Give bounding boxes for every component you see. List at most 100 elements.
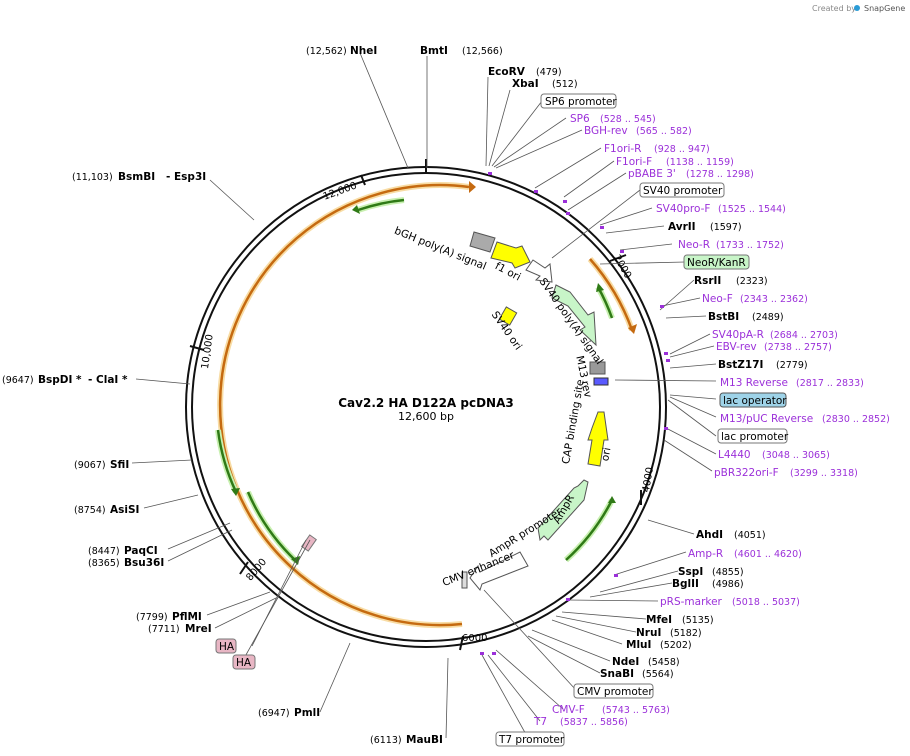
site-pos-ecorv: (479): [536, 67, 562, 78]
ampr-feature: [537, 479, 589, 542]
site-name-xbai: XbaI: [512, 78, 539, 90]
primer-labels: SP6 (528 .. 545) BGH-rev (565 .. 582) F1…: [533, 113, 890, 728]
primer-m13reverse-range: (2817 .. 2833): [796, 378, 864, 389]
site-name-ahdi: AhdI: [696, 529, 723, 541]
box-neor-kanr: NeoR/KanR: [687, 257, 746, 269]
site-pos-maubi: (6113): [370, 735, 402, 746]
primer-sp6: SP6: [570, 113, 590, 125]
bgh-polya-feature: [469, 231, 496, 253]
site-pos-avrii: (1597): [710, 222, 742, 233]
tick-label-8000: 8000: [244, 557, 269, 584]
primer-prsmarker-range: (5018 .. 5037): [732, 597, 800, 608]
leader-lines: [131, 52, 717, 739]
site-pos-bsu36i: (8365): [88, 558, 120, 569]
site-pos-rsrii: (2323): [736, 276, 768, 287]
site-name-pflmi: PflMI: [172, 611, 202, 623]
site-pos-nhei: (12,562): [306, 46, 347, 57]
site-name-bsu36i: Bsu36I: [124, 557, 164, 569]
tick-label-10000: 10,000: [200, 334, 216, 370]
site-pos-mfei: (5135): [682, 615, 714, 626]
primer-ampr: Amp-R: [688, 548, 723, 560]
site-name-mfei: MfeI: [646, 614, 672, 626]
site-pos-asisi: (8754): [74, 505, 106, 516]
site-pos-ndei: (5458): [648, 657, 680, 668]
site-name-bstbi: BstBI: [708, 311, 739, 323]
primer-ebvrev-range: (2738 .. 2757): [764, 342, 832, 353]
ori-label: ori: [599, 447, 613, 463]
feature-boxes: SP6 promoter SV40 promoter NeoR/KanR lac…: [215, 93, 789, 747]
right-sites: BmtI (12,566) EcoRV (479) XbaI (512) Avr…: [420, 45, 808, 680]
primer-m13puc: M13/pUC Reverse: [720, 413, 813, 425]
primer-prsmarker: pRS-marker: [660, 596, 723, 608]
primer-marks: [480, 172, 670, 655]
site-name-bglii: BglII: [672, 578, 699, 590]
credit-text: Created by: [812, 4, 856, 13]
primer-f1orif: F1ori-F: [616, 156, 652, 168]
site-pos-ahdi: (4051): [734, 530, 766, 541]
site-pos-mrei: (7711): [148, 624, 180, 635]
site-name-pmli: PmlI: [294, 707, 320, 719]
site-pos-bstz17i: (2779): [776, 360, 808, 371]
site-name-ndei: NdeI: [612, 656, 639, 668]
site-name-maubi: MauBI: [406, 734, 443, 746]
primer-bghrev: BGH-rev: [584, 125, 628, 137]
box-lac-promoter: lac promoter: [721, 431, 789, 443]
primer-ampr-range: (4601 .. 4620): [734, 549, 802, 560]
sv40-ori-feature: [498, 306, 518, 326]
site-pos-bsmbi: (11,103): [72, 172, 113, 183]
site-name-rsrii: RsrII: [694, 275, 721, 287]
site-name-snabi: SnaBI: [600, 668, 634, 680]
site-pos-bglii: (4986): [712, 579, 744, 590]
tick-label-4000: 4000: [641, 466, 656, 493]
lac-operator-feature: [593, 377, 609, 386]
primer-pbr322orif-range: (3299 .. 3318): [790, 468, 858, 479]
primer-sv40par-range: (2684 .. 2703): [770, 330, 838, 341]
site-pos-sspi: (4855): [712, 567, 744, 578]
primer-neof-range: (2343 .. 2362): [740, 294, 808, 305]
site-name-bspdi: BspDI *: [38, 374, 82, 386]
site-extra-esp3i: - Esp3I: [166, 171, 206, 183]
site-pos-bmti: (12,566): [462, 46, 503, 57]
box-sp6-promoter: SP6 promoter: [545, 96, 617, 108]
site-name-bmti: BmtI: [420, 45, 448, 57]
box-t7-promoter: T7 promoter: [498, 734, 565, 746]
white-arrow-feature: [525, 259, 553, 283]
primer-t7-range: (5837 .. 5856): [560, 717, 628, 728]
primer-sp6-range: (528 .. 545): [600, 114, 656, 125]
box-lac-operator: lac operator: [723, 395, 787, 407]
primer-neor: Neo-R: [678, 239, 710, 251]
inner-features: [461, 231, 609, 592]
site-pos-nrui: (5182): [670, 628, 702, 639]
snapgene-logo-icon: [854, 5, 860, 11]
m13-rev-feature: [589, 361, 606, 375]
site-pos-paqci: (8447): [88, 546, 120, 557]
site-pos-sfii: (9067): [74, 460, 106, 471]
site-name-avrii: AvrII: [668, 221, 696, 233]
primer-sv40par: SV40pA-R: [712, 329, 764, 341]
primer-neor-range: (1733 .. 1752): [716, 240, 784, 251]
tick-marks: [189, 159, 642, 651]
snapgene-logo-text: SnapGene: [864, 4, 905, 13]
site-name-bsmbi: BsmBI: [118, 171, 155, 183]
primer-l4440: L4440: [718, 449, 751, 461]
box-cmv-promoter: CMV promoter: [577, 686, 653, 698]
site-name-mlui: MluI: [626, 639, 651, 651]
primer-pbabe3: pBABE 3': [628, 168, 676, 180]
primer-l4440-range: (3048 .. 3065): [762, 450, 830, 461]
site-name-nrui: NruI: [636, 627, 661, 639]
primer-cmvf-range: (5743 .. 5763): [602, 705, 670, 716]
primer-pbr322orif: pBR322ori-F: [714, 467, 779, 479]
ori-feature: [587, 411, 609, 467]
site-pos-mlui: (5202): [660, 640, 692, 651]
primer-f1orif-range: (1138 .. 1159): [666, 157, 734, 168]
site-pos-bstbi: (2489): [752, 312, 784, 323]
plasmid-name: Cav2.2 HA D122A pcDNA3: [338, 396, 514, 410]
ha-tag-marker: [301, 534, 317, 552]
site-pos-xbai: (512): [552, 79, 578, 90]
plasmid-size: 12,600 bp: [398, 410, 454, 423]
box-ha-2: HA: [236, 657, 252, 669]
site-pos-pmli: (6947): [258, 708, 290, 719]
primer-sv40prof: SV40pro-F: [656, 203, 710, 215]
site-name-asisi: AsiSI: [110, 504, 139, 516]
primer-bghrev-range: (565 .. 582): [636, 126, 692, 137]
